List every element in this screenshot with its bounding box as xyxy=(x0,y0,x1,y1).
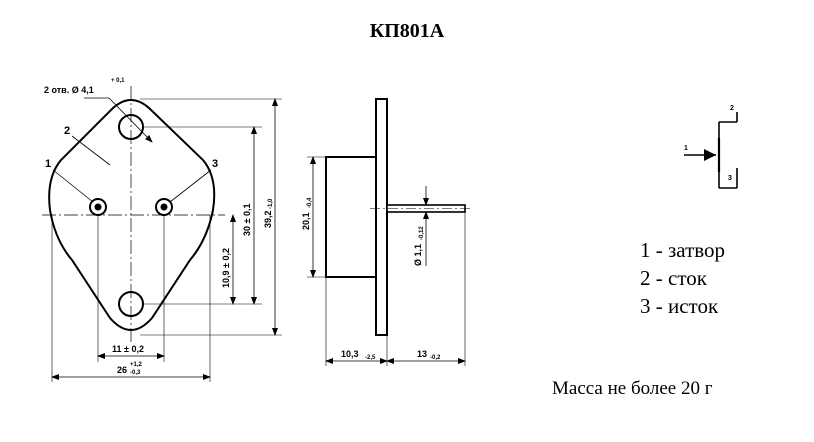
page-title: КП801А xyxy=(369,20,445,42)
hole-note-tol: + 0,1 xyxy=(111,78,125,84)
callout-2-leader xyxy=(71,135,111,166)
transistor-symbol: 1 2 3 xyxy=(684,105,738,189)
pin-core-3 xyxy=(160,203,168,211)
pin-legend-source: 3 - исток xyxy=(640,294,719,318)
dim-pin-tol: -0,12 xyxy=(419,226,425,240)
dim-26-tol-dn: -0,3 xyxy=(130,370,141,376)
symbol-pin-3: 3 xyxy=(728,175,732,182)
dim-20-label: 20,1 xyxy=(301,212,311,230)
pin-legend-drain: 2 - сток xyxy=(640,266,707,290)
dim-26-label: 26 xyxy=(117,365,127,375)
mass-note: Масса не более 20 г xyxy=(552,378,713,399)
dim-20-tol: -0,4 xyxy=(307,197,313,208)
callout-3-leader xyxy=(169,169,212,203)
dim-11-label: 11 ± 0,2 xyxy=(112,344,144,354)
hole-note: 2 отв. Ø 4,1 xyxy=(44,85,94,95)
dim-10-9-label: 10,9 ± 0,2 xyxy=(221,248,231,288)
side-view: 20,1 -0,4 Ø 1,1 -0,12 10,3 -2,5 13 -0,2 xyxy=(301,98,470,366)
can-body xyxy=(325,156,377,278)
dim-13-tol: -0,2 xyxy=(430,355,441,361)
flange-outline xyxy=(48,99,216,331)
dim-26-tol-up: +1,2 xyxy=(130,362,143,368)
flange-side xyxy=(375,98,388,336)
callout-1-leader xyxy=(52,169,94,203)
dim-10-3-tol: -2,5 xyxy=(365,355,376,361)
callout-1: 1 xyxy=(45,158,51,170)
dim-39-label: 39,2 xyxy=(263,210,273,228)
dim-30-label: 30 ± 0,1 xyxy=(242,204,252,236)
pin-legend-gate: 1 - затвор xyxy=(640,238,726,262)
symbol-pin-2: 2 xyxy=(730,105,734,112)
callout-3: 3 xyxy=(212,158,218,170)
dim-pin-label: Ø 1,1 xyxy=(413,244,423,266)
gate-arrow-icon xyxy=(704,149,716,161)
symbol-pin-1: 1 xyxy=(684,145,688,152)
hole-leader xyxy=(108,97,153,143)
dim-10-3-label: 10,3 xyxy=(341,349,359,359)
callout-2: 2 xyxy=(64,125,70,137)
pin-core-1 xyxy=(94,203,102,211)
front-view: 2 отв. Ø 4,1 + 0,1 2 1 3 11 ± 0,2 26 +1,… xyxy=(42,78,282,382)
dim-39-tol: -1,0 xyxy=(268,198,274,209)
dim-13-label: 13 xyxy=(417,349,427,359)
